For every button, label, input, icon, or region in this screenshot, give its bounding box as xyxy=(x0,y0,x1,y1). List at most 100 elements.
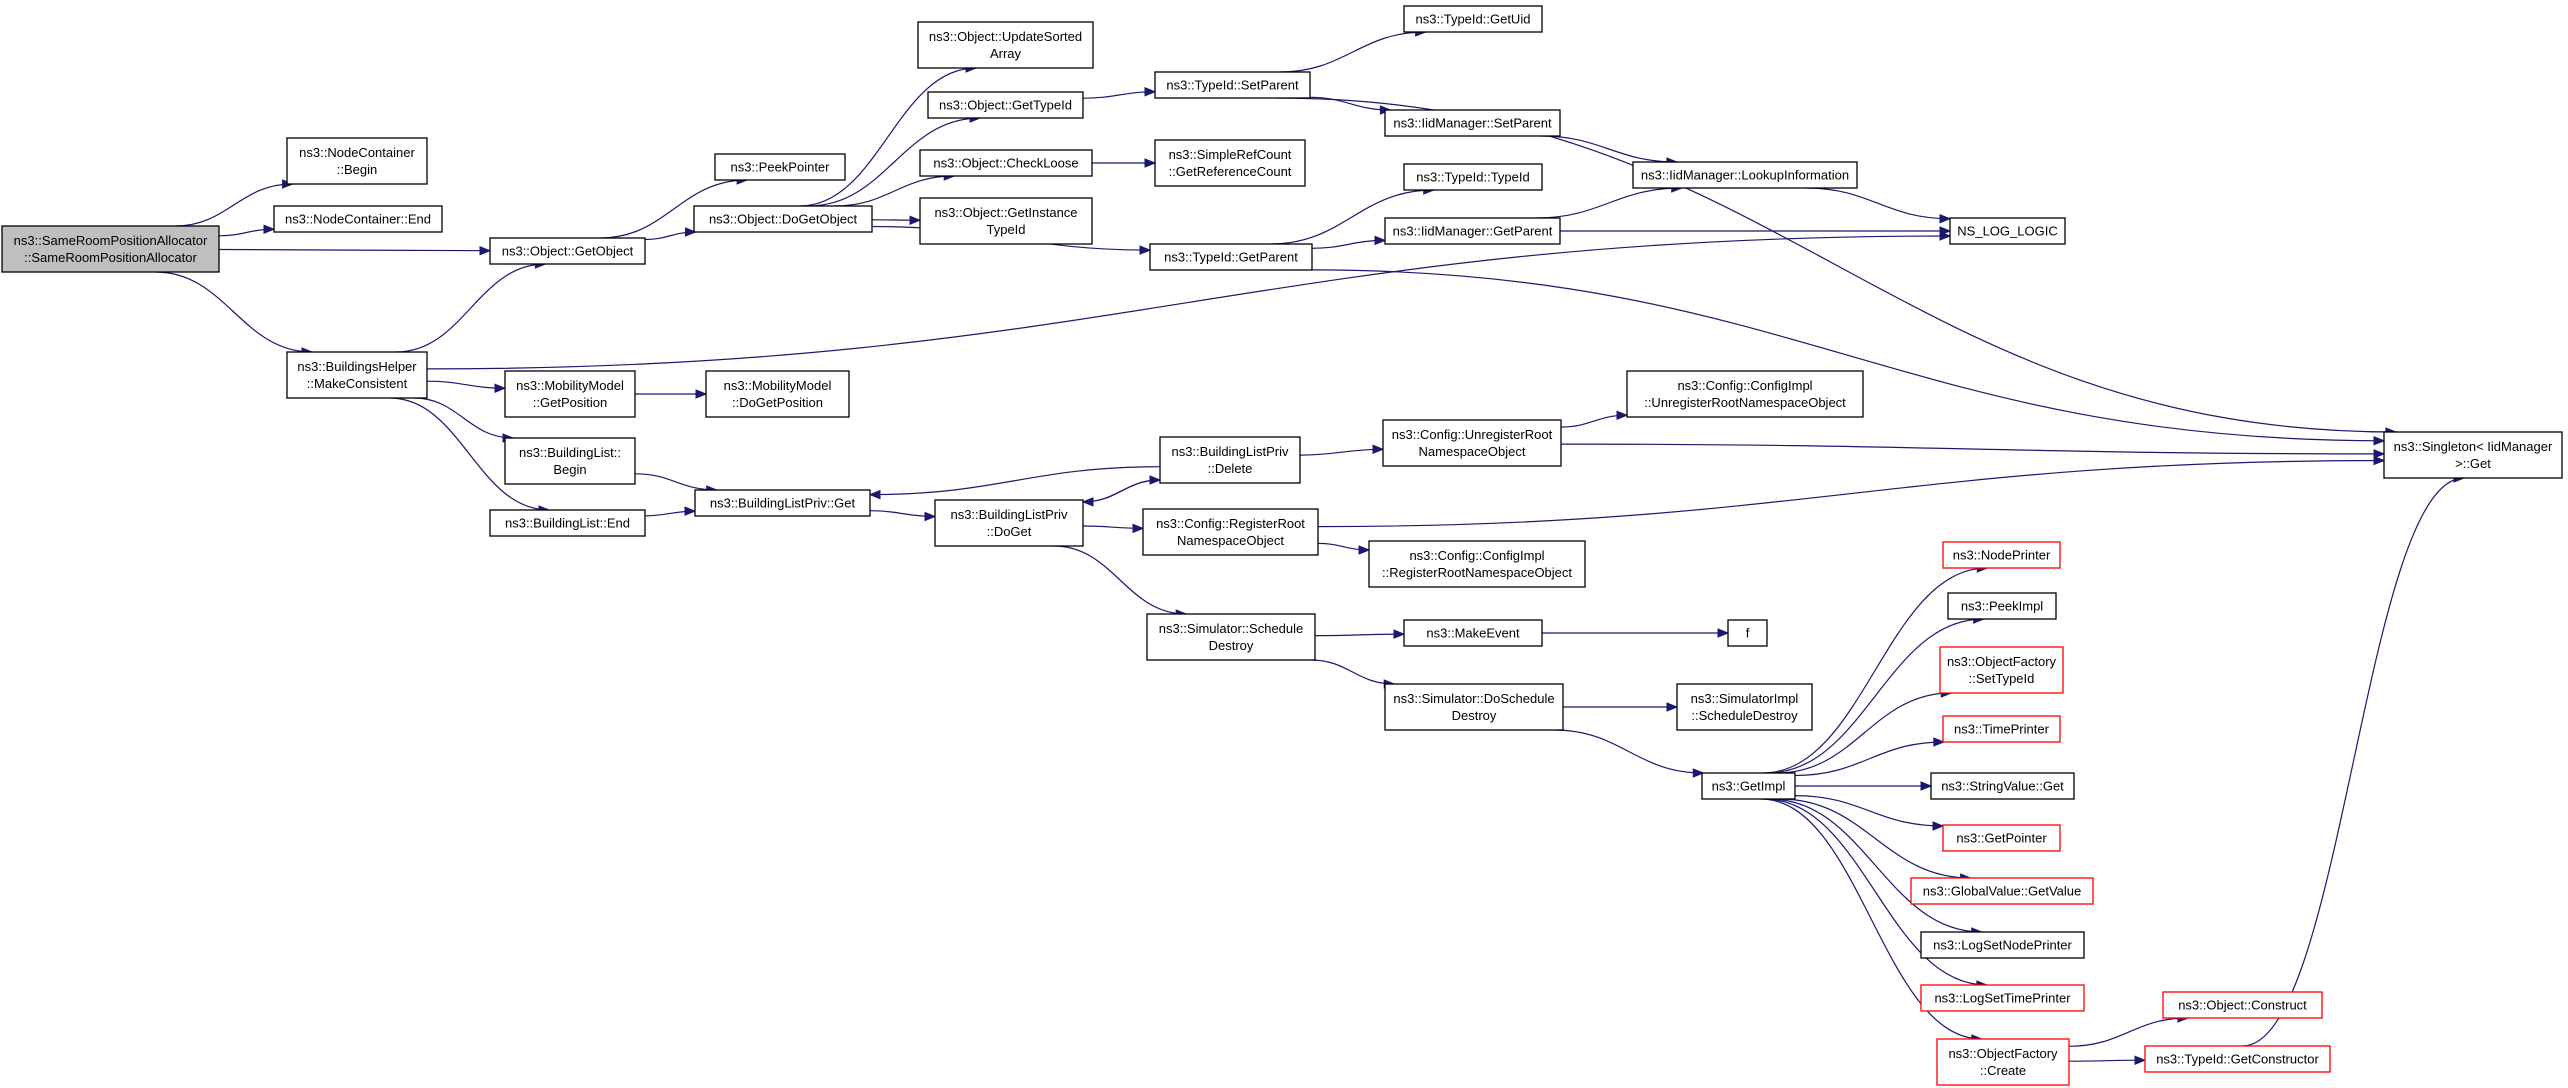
node-iid-setparent[interactable]: ns3::IidManager::SetParent xyxy=(1384,109,1561,137)
edge-arrowhead xyxy=(1132,523,1145,534)
node-label-line: Begin xyxy=(553,462,586,477)
node-mm-dogetpos[interactable]: ns3::MobilityModel::DoGetPosition xyxy=(705,370,850,418)
edge-bl_end-to-blp_get xyxy=(644,506,697,517)
node-bl-end[interactable]: ns3::BuildingList::End xyxy=(489,509,646,537)
edge-bh_mc-to-get_object xyxy=(395,259,547,353)
node-node-printer[interactable]: ns3::NodePrinter xyxy=(1942,541,2061,569)
node-globalvalue-get[interactable]: ns3::GlobalValue::GetValue xyxy=(1910,877,2094,905)
edge-bh_mc-to-bl_begin xyxy=(413,397,515,443)
node-typeid-getctor[interactable]: ns3::TypeId::GetConstructor xyxy=(2144,1045,2331,1073)
node-box xyxy=(1942,715,2061,743)
node-label-line: ns3::TypeId::SetParent xyxy=(1166,78,1299,93)
node-simplerc[interactable]: ns3::SimpleRefCount::GetReferenceCount xyxy=(1154,139,1306,187)
node-peek-impl[interactable]: ns3::PeekImpl xyxy=(1947,592,2057,620)
edge-typeid_setparent-to-typeid_getuid xyxy=(1279,27,1427,73)
edge-line xyxy=(1805,187,1951,220)
edge-line xyxy=(799,67,977,207)
node-time-printer[interactable]: ns3::TimePrinter xyxy=(1942,715,2061,743)
node-sim-schedule[interactable]: ns3::Simulator::ScheduleDestroy xyxy=(1146,613,1316,661)
edge-arrowhead xyxy=(1920,781,1933,791)
edge-line xyxy=(1764,798,1987,986)
node-singleton-get[interactable]: ns3::Singleton< IidManager>::Get xyxy=(2383,431,2563,479)
node-ns-log-logic[interactable]: NS_LOG_LOGIC xyxy=(1949,217,2066,245)
node-nc-begin[interactable]: ns3::NodeContainer::Begin xyxy=(286,137,428,185)
node-blp-delete[interactable]: ns3::BuildingListPriv::Delete xyxy=(1159,436,1301,484)
node-box xyxy=(1939,646,2064,694)
node-mm-getpos[interactable]: ns3::MobilityModel::GetPosition xyxy=(504,370,636,418)
node-box xyxy=(1154,71,1311,99)
node-peek-pointer[interactable]: ns3::PeekPointer xyxy=(714,153,846,181)
node-label-line: ::RegisterRootNamespaceObject xyxy=(1382,565,1572,580)
edge-arrowhead xyxy=(1374,235,1387,246)
edge-sim_schedule-to-make_event xyxy=(1314,629,1406,639)
node-bh-mc[interactable]: ns3::BuildingsHelper::MakeConsistent xyxy=(286,351,428,399)
node-typeid-typeid[interactable]: ns3::TypeId::TypeId xyxy=(1403,163,1543,191)
node-label-line: ::Create xyxy=(1980,1063,2026,1078)
node-simimpl-sched[interactable]: ns3::SimulatorImpl::ScheduleDestroy xyxy=(1676,683,1813,731)
edge-line xyxy=(218,248,491,252)
node-cfg-regroot[interactable]: ns3::Config::RegisterRootNamespaceObject xyxy=(1142,508,1319,556)
node-typeid-getuid[interactable]: ns3::TypeId::GetUid xyxy=(1403,5,1543,33)
edge-line xyxy=(600,179,748,239)
node-label-line: ::DoGetPosition xyxy=(732,395,823,410)
node-obj-gettid[interactable]: ns3::Object::GetTypeId xyxy=(927,91,1084,119)
node-obj-construct[interactable]: ns3::Object::Construct xyxy=(2162,991,2323,1019)
node-typeid-setparent[interactable]: ns3::TypeId::SetParent xyxy=(1154,71,1311,99)
node-iid-getparent[interactable]: ns3::IidManager::GetParent xyxy=(1384,217,1561,245)
node-cfgimpl-reg[interactable]: ns3::Config::ConfigImpl::RegisterRootNam… xyxy=(1368,540,1586,588)
node-blp-doget[interactable]: ns3::BuildingListPriv::DoGet xyxy=(934,499,1084,547)
node-get-impl[interactable]: ns3::GetImpl xyxy=(1701,772,1796,800)
node-box xyxy=(1949,217,2066,245)
node-root[interactable]: ns3::SameRoomPositionAllocator::SameRoom… xyxy=(1,225,220,273)
edge-arrowhead xyxy=(2373,449,2386,459)
node-obj-checkloose[interactable]: ns3::Object::CheckLoose xyxy=(919,149,1093,177)
node-nc-end[interactable]: ns3::NodeContainer::End xyxy=(273,205,443,233)
node-f[interactable]: f xyxy=(1727,619,1768,647)
node-label-line: ns3::Object::UpdateSorted xyxy=(929,29,1082,44)
edge-do_get_object-to-obj_update xyxy=(799,63,978,207)
node-make-event[interactable]: ns3::MakeEvent xyxy=(1403,619,1543,647)
node-stringvalue-get[interactable]: ns3::StringValue::Get xyxy=(1930,772,2075,800)
node-get-object[interactable]: ns3::Object::GetObject xyxy=(489,237,646,265)
node-get-pointer[interactable]: ns3::GetPointer xyxy=(1942,824,2061,852)
node-box xyxy=(1403,163,1543,191)
node-box xyxy=(1930,772,2075,800)
node-label-line: ns3::BuildingListPriv::Get xyxy=(710,496,856,511)
node-label-line: Destroy xyxy=(1209,638,1254,653)
node-label-line: NamespaceObject xyxy=(1177,533,1284,548)
edge-sim_schedule-to-sim_doschedule xyxy=(1310,659,1396,689)
node-logset-time[interactable]: ns3::LogSetTimePrinter xyxy=(1920,984,2085,1012)
node-objfactory-settid[interactable]: ns3::ObjectFactory::SetTypeId xyxy=(1939,646,2064,694)
node-box xyxy=(1384,683,1564,731)
edge-obj_checkloose-to-simplerc xyxy=(1092,158,1157,168)
edge-line xyxy=(1776,692,1952,774)
edge-line xyxy=(1270,189,1434,245)
node-blp-get[interactable]: ns3::BuildingListPriv::Get xyxy=(694,489,871,517)
node-objfactory-create[interactable]: ns3::ObjectFactory::Create xyxy=(1936,1038,2070,1086)
node-label-line: ns3::Config::ConfigImpl xyxy=(1677,378,1812,393)
node-typeid-getparent[interactable]: ns3::TypeId::GetParent xyxy=(1149,243,1313,271)
node-label-line: ns3::SameRoomPositionAllocator xyxy=(14,233,208,248)
edge-blp_get-to-blp_doget xyxy=(869,510,937,522)
node-box xyxy=(1403,619,1543,647)
node-box xyxy=(1384,109,1561,137)
node-label-line: ns3::PeekPointer xyxy=(730,160,830,175)
edge-sim_doschedule-to-simimpl_sched xyxy=(1563,702,1679,712)
node-box xyxy=(489,509,646,537)
node-cfgimpl-unreg[interactable]: ns3::Config::ConfigImpl::UnregisterRootN… xyxy=(1626,370,1864,418)
edge-arrowhead xyxy=(1139,245,1152,255)
edge-arrowhead xyxy=(1144,158,1157,168)
edge-line xyxy=(1779,798,1971,879)
node-bl-begin[interactable]: ns3::BuildingList::Begin xyxy=(504,437,636,485)
node-box xyxy=(693,205,873,233)
node-logset-node[interactable]: ns3::LogSetNodePrinter xyxy=(1920,931,2085,959)
node-do-get-object[interactable]: ns3::Object::DoGetObject xyxy=(693,205,873,233)
edge-arrowhead xyxy=(494,383,507,393)
node-label-line: ns3::NodeContainer::End xyxy=(285,212,431,227)
node-cfg-unreg[interactable]: ns3::Config::UnregisterRootNamespaceObje… xyxy=(1382,419,1562,467)
node-iid-lookup[interactable]: ns3::IidManager::LookupInformation xyxy=(1632,161,1858,189)
edge-get_object-to-do_get_object xyxy=(644,227,697,241)
